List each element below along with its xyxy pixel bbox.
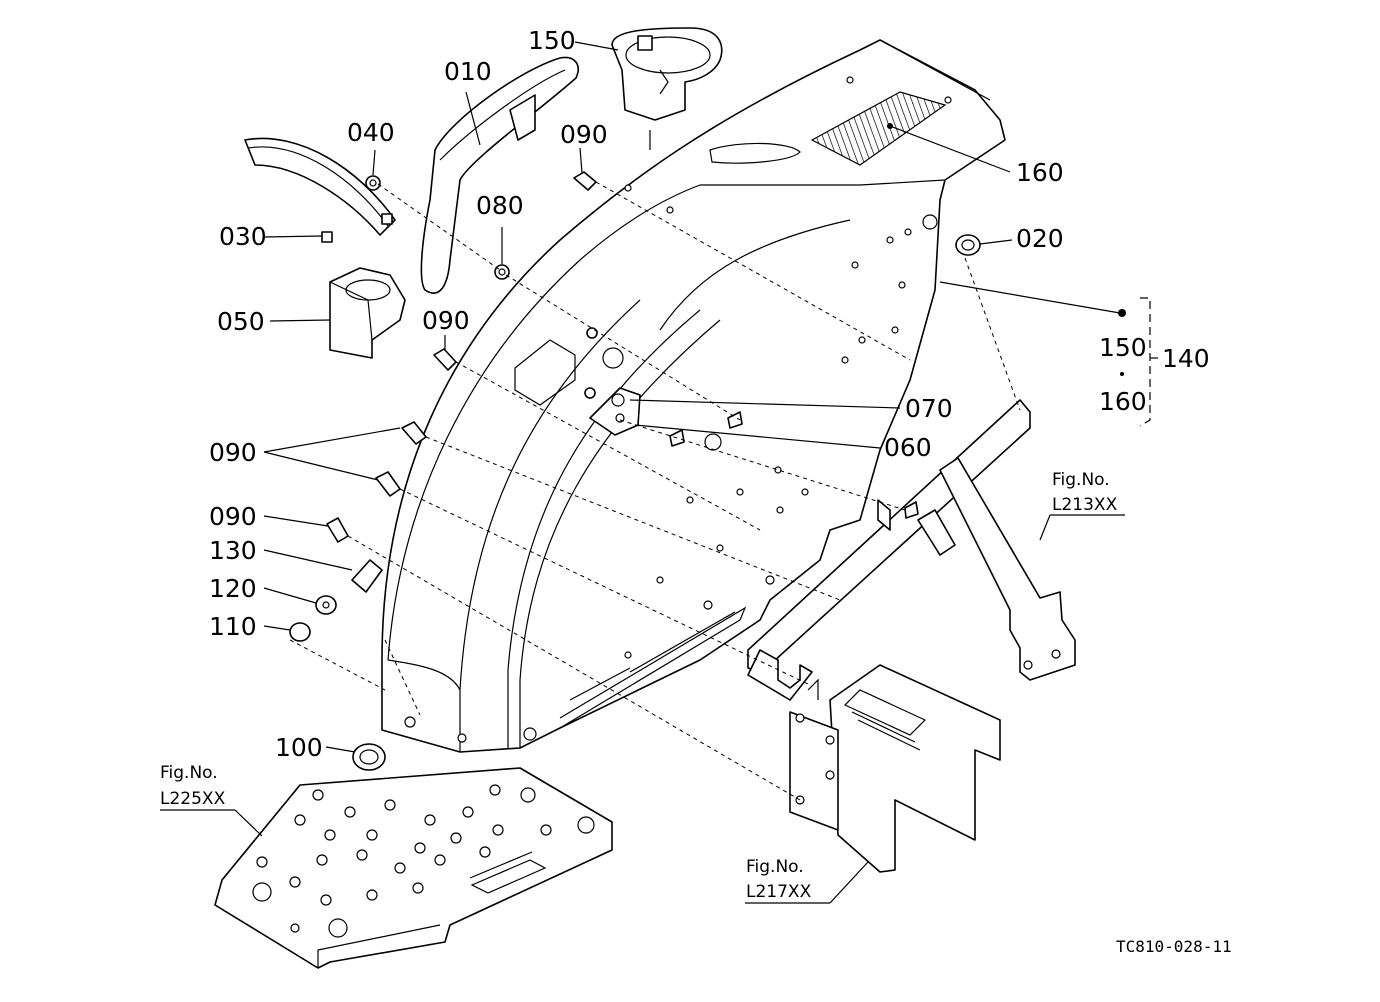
callout-060: 060 bbox=[884, 433, 932, 462]
callout-090-mid: 090 bbox=[422, 306, 470, 335]
callout-110: 110 bbox=[209, 612, 257, 641]
floor-plate bbox=[214, 767, 613, 969]
callout-160-right: 160 bbox=[1099, 387, 1147, 416]
grommet-100 bbox=[352, 743, 386, 771]
ref-l225-caption: Fig.No. bbox=[160, 763, 218, 783]
grommet-020 bbox=[955, 234, 981, 256]
part-010-handle bbox=[420, 56, 579, 294]
part-050-boss bbox=[329, 267, 406, 359]
part-150-cup bbox=[611, 27, 723, 121]
callout-080: 080 bbox=[476, 191, 524, 220]
ref-l217-code: L217XX bbox=[746, 882, 812, 902]
figure-reference-l217: Fig.No. L217XX bbox=[746, 857, 812, 902]
callout-090-top: 090 bbox=[560, 120, 608, 149]
callout-020: 020 bbox=[1016, 224, 1064, 253]
floor-plate-holes bbox=[252, 784, 595, 938]
callout-120: 120 bbox=[209, 574, 257, 603]
fastener-070-060 bbox=[584, 327, 919, 519]
part-030-strip bbox=[244, 137, 396, 243]
callout-140: 140 bbox=[1162, 344, 1210, 373]
callout-010: 010 bbox=[444, 57, 492, 86]
ref-l225-code: L225XX bbox=[160, 789, 226, 809]
callout-130: 130 bbox=[209, 536, 257, 565]
callout-070: 070 bbox=[905, 394, 953, 423]
figure-reference-l213: Fig.No. L213XX bbox=[1052, 470, 1118, 515]
callout-100: 100 bbox=[275, 733, 323, 762]
leader-lines bbox=[160, 41, 1158, 904]
ref-l217-caption: Fig.No. bbox=[746, 857, 804, 877]
rear-floor-panel bbox=[789, 664, 1001, 873]
callout-150-right: 150 bbox=[1099, 333, 1147, 362]
parts-110-130 bbox=[289, 559, 383, 642]
fastener-040 bbox=[365, 175, 381, 191]
callout-040: 040 bbox=[347, 118, 395, 147]
callout-090-pair: 090 bbox=[209, 438, 257, 467]
callout-labels: 150 010 040 090 160 080 030 020 050 090 … bbox=[209, 26, 1210, 762]
callout-030: 030 bbox=[219, 222, 267, 251]
figure-reference-l225: Fig.No. L225XX bbox=[160, 763, 226, 809]
callout-090-low: 090 bbox=[209, 502, 257, 531]
ref-l213-code: L213XX bbox=[1052, 495, 1118, 515]
assembly-lines bbox=[289, 181, 1021, 801]
callout-160-top: 160 bbox=[1016, 158, 1064, 187]
callout-050: 050 bbox=[217, 307, 265, 336]
ref-l213-caption: Fig.No. bbox=[1052, 470, 1110, 490]
fastener-080 bbox=[494, 264, 510, 280]
bolts-090 bbox=[326, 171, 597, 543]
drawing-code: TC810-028-11 bbox=[1116, 937, 1232, 956]
callout-150-top: 150 bbox=[528, 26, 576, 55]
cabin-side-panel bbox=[381, 39, 1006, 753]
